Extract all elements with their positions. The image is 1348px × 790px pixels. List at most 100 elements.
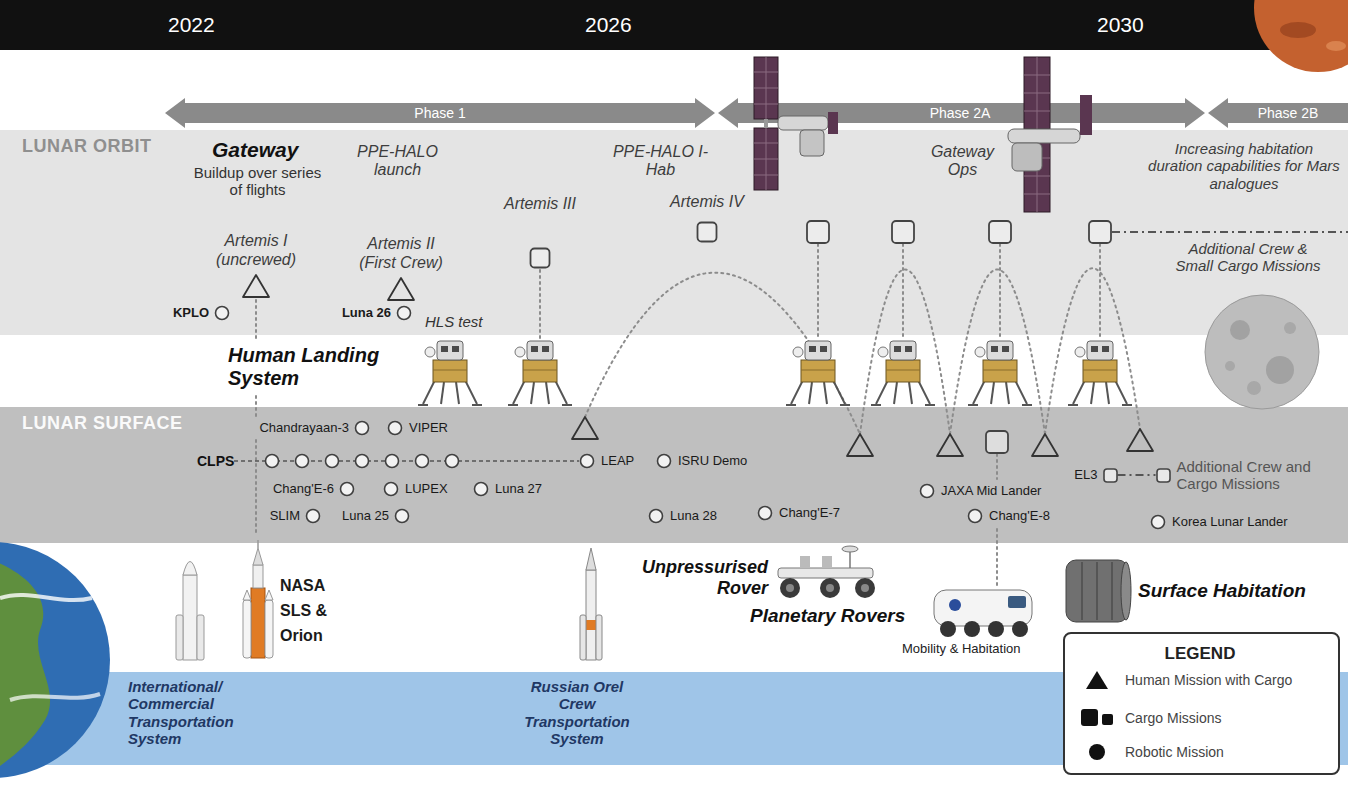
robotic-mission-circle bbox=[396, 510, 409, 523]
mission-label: SLIM bbox=[270, 509, 300, 524]
legend-entry: Cargo Missions bbox=[1077, 706, 1221, 730]
legend-symbol bbox=[1077, 706, 1117, 730]
habitat-illustration bbox=[1082, 562, 1112, 620]
cargo-mission-square bbox=[989, 221, 1011, 243]
habitat-illustration bbox=[1066, 560, 1128, 622]
clps-missions bbox=[326, 455, 339, 468]
gateway-station bbox=[1008, 57, 1092, 212]
legend-symbol bbox=[1089, 744, 1105, 760]
mission-label: Luna 28 bbox=[670, 509, 717, 524]
mars-planet bbox=[1254, 0, 1348, 72]
robotic-mission-circle bbox=[967, 508, 983, 524]
launch-vehicle bbox=[265, 600, 273, 658]
robotic-mission-circle bbox=[216, 307, 229, 320]
earth-planet bbox=[0, 595, 92, 600]
rover-illustration bbox=[949, 599, 961, 611]
mission-node: Artemis III bbox=[504, 195, 576, 269]
launch-vehicle bbox=[586, 548, 596, 570]
transport-label: Russian Orel Crew Transportation System bbox=[512, 678, 642, 747]
launch-vehicle bbox=[243, 590, 251, 600]
mission-node: Luna 28 bbox=[648, 508, 717, 524]
moon bbox=[1284, 322, 1296, 334]
cargo-mission-square bbox=[1156, 468, 1171, 483]
habitat-illustration bbox=[1066, 560, 1131, 622]
mission-trajectory bbox=[1045, 268, 1140, 434]
mission-label: Korea Lunar Lander bbox=[1172, 515, 1288, 530]
human-mission-triangle bbox=[386, 276, 416, 302]
mission-label: JAXA Mid Lander bbox=[941, 484, 1041, 499]
legend-label: Human Mission with Cargo bbox=[1125, 672, 1292, 688]
robotic-mission-circle bbox=[658, 455, 671, 468]
human-mission-triangle bbox=[572, 417, 598, 439]
legend-label: Cargo Missions bbox=[1125, 710, 1221, 726]
human-mission-triangle bbox=[572, 417, 1153, 456]
timeline-header bbox=[0, 0, 1348, 50]
mission-node: Luna 27 bbox=[473, 481, 542, 497]
earth-transport-band bbox=[40, 672, 1348, 765]
rover-illustration bbox=[861, 584, 869, 592]
cargo-mission-square bbox=[892, 221, 914, 243]
mission-label: ISRU Demo bbox=[678, 454, 747, 469]
mission-label: Artemis II (First Crew) bbox=[351, 235, 451, 272]
launch-vehicle bbox=[580, 615, 586, 660]
system-heading: Human Landing System bbox=[228, 344, 413, 390]
mission-node: Korea Lunar Lander bbox=[1150, 514, 1288, 530]
cargo-mission-square bbox=[807, 221, 1111, 453]
clps-missions bbox=[266, 455, 279, 468]
mission-node: JAXA Mid Lander bbox=[919, 483, 1041, 499]
mission-trajectory bbox=[1099, 244, 1101, 340]
robotic-mission-circle bbox=[396, 305, 412, 321]
robotic-mission-circle bbox=[305, 508, 321, 524]
cargo-mission-square bbox=[531, 249, 550, 268]
earth-planet bbox=[0, 542, 110, 778]
region-band: LUNAR SURFACEChandrayaan-3VIPERChang'E-6… bbox=[0, 407, 1348, 543]
rover-illustration bbox=[988, 621, 1004, 637]
robotic-mission-circle bbox=[385, 483, 398, 496]
mars-planet bbox=[1254, 0, 1348, 72]
mission-node: Artemis II (First Crew) bbox=[351, 235, 451, 302]
rover-illustration bbox=[822, 556, 832, 568]
legend-symbol bbox=[1086, 671, 1108, 689]
connector bbox=[1118, 474, 1156, 476]
mission-trajectory bbox=[860, 270, 950, 435]
mission-label: Artemis I (uncrewed) bbox=[206, 232, 306, 269]
robotic-mission-circle bbox=[341, 483, 354, 496]
clps-missions bbox=[296, 455, 309, 468]
robotic-mission-circle bbox=[394, 508, 410, 524]
region-band: LUNAR ORBITArtemis I (uncrewed)Artemis I… bbox=[0, 130, 1348, 335]
rover-illustration bbox=[800, 556, 810, 568]
legend-symbol bbox=[1077, 740, 1117, 764]
milestone-label: Gateway Ops bbox=[920, 143, 1005, 180]
human-mission-triangle bbox=[1127, 429, 1153, 451]
connector-layer bbox=[1118, 475, 1156, 476]
mission-node: LUPEX bbox=[383, 481, 448, 497]
mission-label: Luna 26 bbox=[342, 306, 391, 321]
robotic-mission-circle bbox=[387, 420, 403, 436]
rover-illustration bbox=[842, 546, 858, 552]
mars-planet bbox=[1326, 41, 1346, 51]
extension-line bbox=[1112, 231, 1348, 233]
mission-trajectory bbox=[902, 244, 904, 340]
mission-node: Luna 26 bbox=[342, 305, 412, 321]
legend-entry: Robotic Mission bbox=[1077, 740, 1224, 764]
year-label: 2026 bbox=[585, 13, 632, 37]
robotic-mission-circle bbox=[757, 505, 773, 521]
lander-illustration bbox=[418, 341, 482, 405]
rover-illustration bbox=[780, 578, 800, 598]
mission-label: Luna 27 bbox=[495, 482, 542, 497]
gateway-station bbox=[754, 57, 778, 190]
lander-illustration bbox=[418, 341, 1132, 405]
mission-node: Chandrayaan-3 bbox=[259, 420, 370, 436]
mission-node: Chang'E-6 bbox=[273, 481, 355, 497]
lander-illustration bbox=[508, 341, 572, 405]
moon bbox=[1266, 356, 1294, 384]
robotic-mission-circle bbox=[581, 455, 594, 468]
mission-label: Artemis III bbox=[504, 195, 576, 213]
moon bbox=[1230, 320, 1250, 340]
human-mission-triangle bbox=[241, 273, 271, 299]
mission-trajectory bbox=[256, 244, 1140, 588]
earth-planet bbox=[0, 542, 110, 778]
robotic-mission-circle bbox=[356, 422, 369, 435]
element-heading: Unpressurised Rover bbox=[618, 557, 768, 598]
